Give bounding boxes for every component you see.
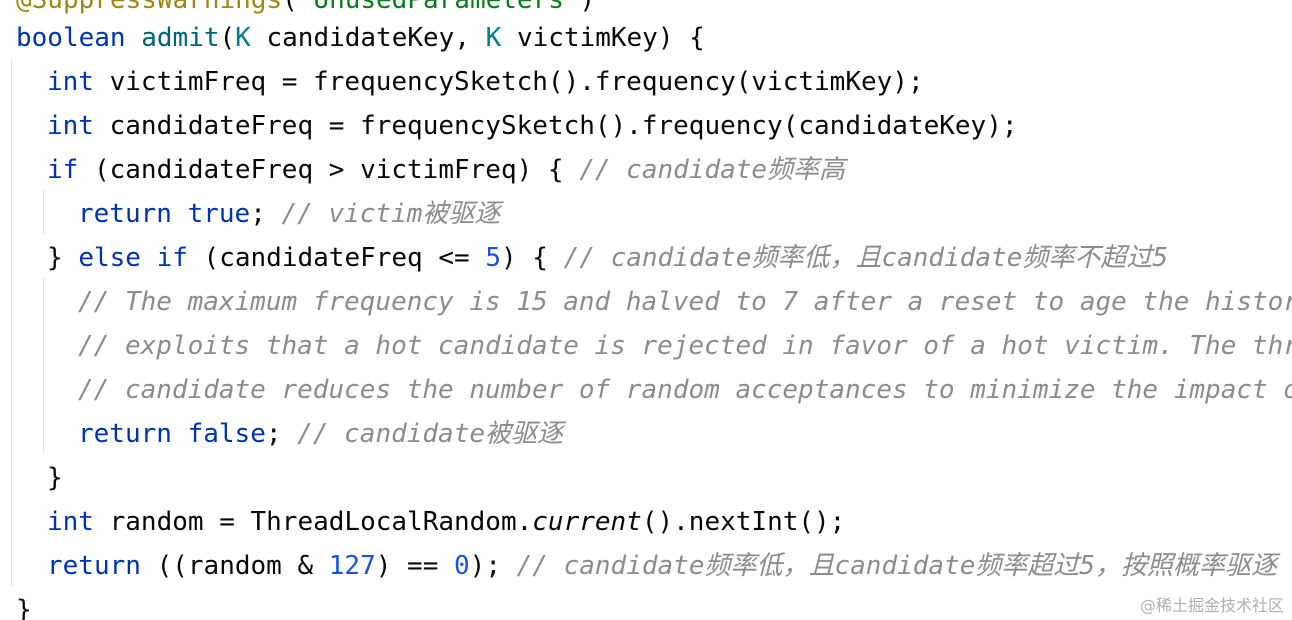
comment-token: // candidate频率高 xyxy=(579,155,846,185)
keyword-token: if xyxy=(47,155,79,185)
code-text: (candidateFreq <= xyxy=(187,243,486,273)
code-line-if[interactable]: if (candidateFreq > victimFreq) { // can… xyxy=(47,148,845,192)
param-text: victimKey) { xyxy=(501,23,705,53)
code-line-comment-2[interactable]: // exploits that a hot candidate is reje… xyxy=(78,324,1292,368)
comment-token: // exploits that a hot candidate is reje… xyxy=(78,331,1292,361)
keyword-token: int xyxy=(47,111,94,141)
code-text: ((random & xyxy=(140,551,329,581)
code-text: ; xyxy=(265,419,298,449)
paren: ) xyxy=(579,0,596,15)
code-line-return-true[interactable]: return true; // victim被驱逐 xyxy=(78,192,500,236)
code-text: ) { xyxy=(500,243,564,273)
code-line-comment-3[interactable]: // candidate reduces the number of rando… xyxy=(78,368,1292,412)
brace: } xyxy=(16,595,32,620)
space xyxy=(126,23,142,53)
code-line-return-false[interactable]: return false; // candidate被驱逐 xyxy=(78,412,563,456)
keyword-token: true xyxy=(187,199,251,229)
code-line-annotation[interactable]: @SuppressWarnings("UnusedParameters") xyxy=(16,0,595,22)
code-text: ) == xyxy=(375,551,455,581)
code-line-victim-freq[interactable]: int victimFreq = frequencySketch().frequ… xyxy=(47,60,924,104)
watermark: @稀土掘金技术社区 xyxy=(1139,596,1284,615)
code-text: random = ThreadLocalRandom. xyxy=(93,507,533,537)
string-token: "UnusedParameters" xyxy=(297,0,580,15)
number-token: 0 xyxy=(454,551,470,581)
code-text: ); xyxy=(469,551,517,581)
brace: } xyxy=(47,243,79,273)
paren: ( xyxy=(282,0,298,15)
keyword-token: int xyxy=(47,67,94,97)
paren: ( xyxy=(219,23,236,53)
annotation-token: @SuppressWarnings xyxy=(16,0,283,15)
number-token: 127 xyxy=(328,551,376,581)
keyword-token: false xyxy=(187,419,266,449)
indent-guide xyxy=(11,58,12,586)
code-line-else-if[interactable]: } else if (candidateFreq <= 5) { // cand… xyxy=(47,236,1168,280)
param-text: candidateKey, xyxy=(250,23,486,53)
space xyxy=(172,199,188,229)
comment-token: // candidate被驱逐 xyxy=(297,419,564,449)
code-text: ; xyxy=(250,199,282,229)
comment-token: // candidate频率低，且candidate频率超过5，按照概率驱逐 xyxy=(516,551,1278,581)
code-text: (candidateFreq > victimFreq) { xyxy=(78,155,580,185)
method-name-token: admit xyxy=(141,23,220,53)
code-text: victimFreq = frequencySketch().frequency… xyxy=(93,67,924,97)
space xyxy=(141,243,157,273)
comment-token: // victim被驱逐 xyxy=(281,199,501,229)
number-token: 5 xyxy=(485,243,501,273)
static-method-token: current xyxy=(532,507,642,537)
code-line-method-close[interactable]: } xyxy=(16,588,32,620)
comment-token: // candidate频率低，且candidate频率不超过5 xyxy=(563,243,1168,273)
code-line-random[interactable]: int random = ThreadLocalRandom.current()… xyxy=(47,500,845,544)
keyword-token: int xyxy=(47,507,94,537)
brace: } xyxy=(47,463,63,493)
code-line-close-brace[interactable]: } xyxy=(47,456,63,500)
code-line-method-signature[interactable]: boolean admit(K candidateKey, K victimKe… xyxy=(16,16,705,60)
code-text: candidateFreq = frequencySketch().freque… xyxy=(93,111,1018,141)
indent-guide-if-block xyxy=(43,190,44,234)
keyword-token: boolean xyxy=(16,23,126,53)
comment-token: // candidate reduces the number of rando… xyxy=(78,375,1292,405)
keyword-token: if xyxy=(156,243,188,273)
code-text: ().nextInt(); xyxy=(641,507,846,537)
indent-guide-else-block xyxy=(43,278,44,454)
keyword-token: return xyxy=(47,551,141,581)
space xyxy=(172,419,188,449)
type-param-token: K xyxy=(485,23,502,53)
code-line-return-random[interactable]: return ((random & 127) == 0); // candida… xyxy=(47,544,1277,588)
keyword-token: return xyxy=(78,199,172,229)
keyword-token: else xyxy=(78,243,141,273)
keyword-token: return xyxy=(78,419,172,449)
code-line-comment-1[interactable]: // The maximum frequency is 15 and halve… xyxy=(78,280,1292,324)
comment-token: // The maximum frequency is 15 and halve… xyxy=(78,287,1292,317)
type-param-token: K xyxy=(235,23,251,53)
code-line-candidate-freq[interactable]: int candidateFreq = frequencySketch().fr… xyxy=(47,104,1018,148)
